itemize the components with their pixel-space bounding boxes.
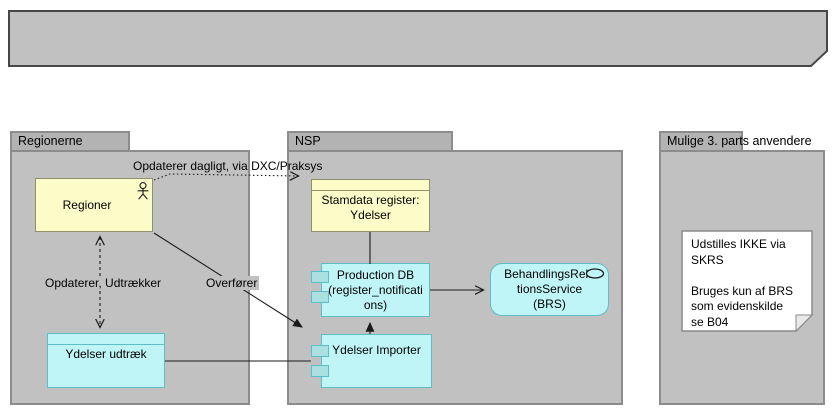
connection-label-daily-update[interactable]: Opdaterer dagligt, via DXC/Praksys [133, 159, 323, 173]
data-object-bar [48, 334, 164, 345]
data-object-bar [312, 180, 429, 191]
connection-label-overfoerer[interactable]: Overfører [204, 276, 260, 290]
group-label-mulige-3-parts: Mulige 3. parts anvendere [667, 134, 812, 148]
node-production-db-label: Production DB (register_notifications) [328, 267, 423, 312]
connection-label-opdaterer-udtraekker[interactable]: Opdaterer, Udtrækker [43, 276, 164, 290]
service-ellipse-icon [585, 268, 605, 279]
group-tab-regionerne[interactable]: Regionerne [10, 131, 130, 150]
note-text: Udstilles IKKE via SKRS Bruges kun af BR… [691, 237, 794, 329]
component-port [311, 291, 329, 303]
note-shape[interactable] [681, 230, 815, 334]
component-port [311, 345, 329, 357]
group-tab-mulige-3-parts[interactable]: Mulige 3. parts anvendere [659, 131, 812, 150]
node-regioner-label: Regioner [62, 197, 112, 212]
group-label-regionerne: Regionerne [18, 134, 83, 148]
actor-icon [137, 182, 149, 200]
node-production-db[interactable]: Production DB (register_notifications) [321, 263, 430, 317]
node-ydelser-udtraek[interactable]: Ydelser udtræk [47, 333, 165, 388]
node-ydelser-udtraek-label: Ydelser udtræk [65, 347, 147, 361]
node-ydelser-importer[interactable]: Ydelser Importer [321, 334, 432, 388]
group-tab-nsp[interactable]: NSP [287, 131, 453, 150]
node-brs-label: BehandlingsRelationsService (BRS) [504, 267, 595, 311]
node-ydelser-importer-label: Ydelser Importer [332, 343, 421, 357]
node-stamdata-register[interactable]: Stamdata register: Ydelser [311, 179, 430, 232]
node-regioner[interactable]: Regioner [35, 178, 153, 232]
node-brs[interactable]: BehandlingsRelationsService (BRS) [490, 263, 609, 316]
group-label-nsp: NSP [295, 134, 321, 148]
component-port [311, 271, 329, 283]
node-stamdata-register-label: Stamdata register: Ydelser [321, 193, 420, 222]
diagram-title-note[interactable] [8, 10, 829, 68]
component-port [311, 365, 329, 377]
